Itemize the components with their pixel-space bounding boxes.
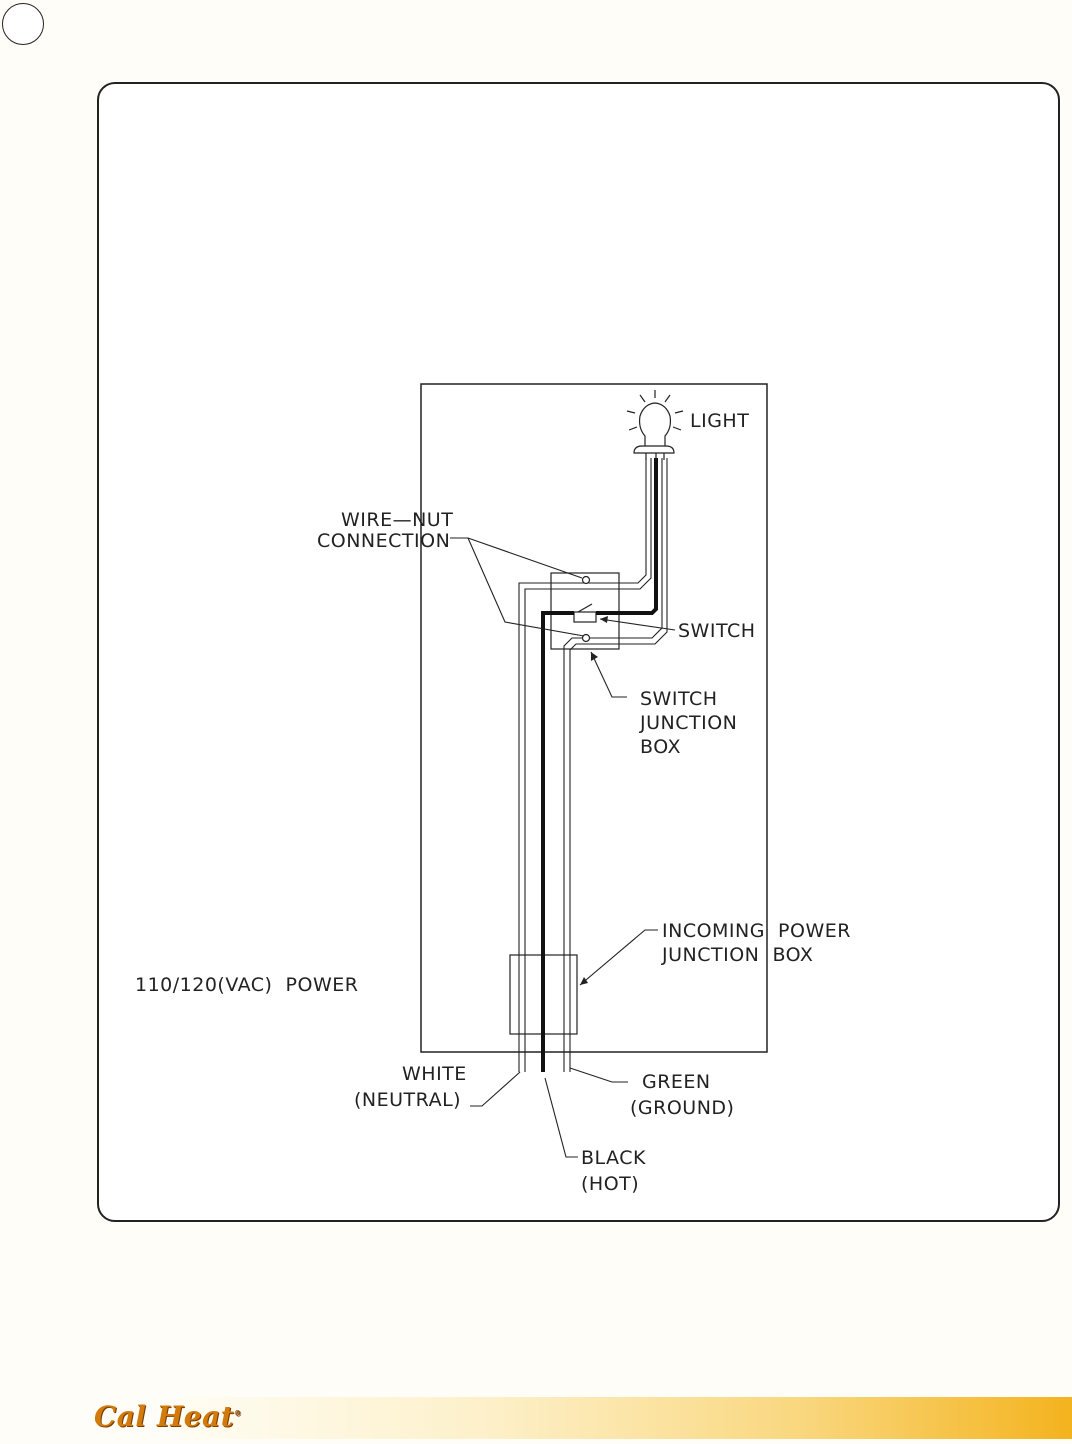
label-black-1: BLACK: [581, 1147, 646, 1169]
label-light: LIGHT: [690, 410, 749, 432]
wire-nut-top: [581, 575, 591, 585]
white-neutral-wire: [518, 582, 585, 1072]
label-green-1: GREEN: [642, 1071, 711, 1093]
label-switch-box-2: JUNCTION: [639, 712, 737, 734]
black-hot-wire: [541, 458, 658, 1072]
cal-heat-logo: Cal Heat®: [94, 1400, 242, 1433]
label-switch-box-1: SWITCH: [640, 688, 718, 710]
label-green-2: (GROUND): [630, 1097, 734, 1119]
page-marker-circle: [2, 3, 44, 45]
green-ground-wire: [563, 458, 668, 1072]
label-incoming-1: INCOMING POWER: [662, 920, 851, 942]
light-neutral-lead: [585, 458, 652, 590]
cabinet-outline: [420, 383, 768, 1053]
wire-nut-bottom: [581, 633, 591, 643]
logo-trademark: ®: [234, 1408, 242, 1418]
label-white-1: WHITE: [402, 1063, 467, 1085]
diagram-frame: [97, 82, 1060, 1222]
label-wire-nut-1: WIRE—NUT: [341, 509, 453, 531]
label-switch-box-3: BOX: [640, 736, 681, 758]
footer-bar: [175, 1397, 1072, 1439]
leader-lines: [450, 537, 676, 1158]
label-white-2: (NEUTRAL): [354, 1089, 461, 1111]
arrow-heads: [580, 616, 608, 985]
label-switch: SWITCH: [678, 620, 756, 642]
label-black-2: (HOT): [581, 1173, 639, 1195]
label-wire-nut-2: CONNECTION: [317, 530, 450, 552]
light-bulb-icon: [626, 390, 684, 460]
switch-toggle: [573, 611, 597, 623]
logo-text: Cal Heat: [94, 1400, 235, 1433]
label-incoming-2: JUNCTION BOX: [661, 944, 813, 966]
label-power: 110/120(VAC) POWER: [135, 974, 358, 996]
